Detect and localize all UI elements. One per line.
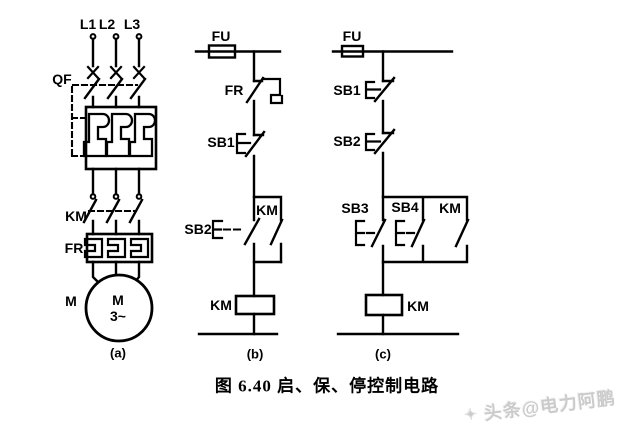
c-sb3-actuator bbox=[354, 219, 376, 247]
figure-caption: 图 6.40 启、保、停控制电路 bbox=[214, 376, 440, 396]
fr-heater-box bbox=[85, 232, 154, 264]
supply-wires bbox=[91, 37, 141, 68]
label-fr-relay-a: FR bbox=[64, 240, 84, 256]
fr-heater-elements bbox=[83, 237, 150, 259]
c-sb3-no-contact bbox=[370, 218, 387, 248]
b-km-seal-contact bbox=[269, 218, 284, 264]
c-sb2-actuator bbox=[364, 132, 382, 152]
b-fr-release-hook bbox=[261, 77, 284, 105]
label-sb2-start-b: SB2 bbox=[184, 221, 212, 237]
sub-caption-c: (c) bbox=[375, 346, 391, 362]
label-motor-ref: M bbox=[65, 293, 77, 309]
circuit-c-linework bbox=[331, 44, 470, 336]
qf-trip-elements bbox=[82, 112, 157, 158]
circuit-b-linework bbox=[194, 44, 284, 336]
c-km-seal-contact bbox=[454, 218, 470, 248]
b-fr-nc-contact bbox=[245, 76, 265, 104]
sub-caption-a: (a) bbox=[110, 345, 126, 361]
label-km-seal-b: KM bbox=[256, 202, 278, 218]
label-qf-breaker: QF bbox=[52, 71, 72, 87]
label-km-coil-c: KM bbox=[407, 298, 429, 314]
b-km-coil bbox=[234, 294, 276, 316]
label-fr-contact-b: FR bbox=[224, 82, 244, 98]
c-sb1-nc-contact bbox=[373, 76, 396, 103]
c-km-coil bbox=[364, 293, 404, 317]
label-motor-phases: 3~ bbox=[110, 308, 126, 324]
b-sb2-actuator bbox=[211, 219, 224, 240]
c-fuse-body bbox=[340, 44, 365, 58]
c-sb4-no-contact bbox=[410, 218, 426, 248]
label-km-coil-b: KM bbox=[210, 297, 232, 313]
qf-breaker-blades bbox=[83, 77, 147, 100]
label-km-seal-c: KM bbox=[439, 200, 461, 216]
b-branch-join bbox=[252, 242, 283, 264]
label-sb2-stop-c: SB2 bbox=[333, 133, 361, 149]
label-phase-l1: L1 bbox=[79, 16, 97, 32]
qf-trip-unit-box bbox=[84, 105, 158, 171]
motor-circle bbox=[84, 273, 154, 343]
b-sb2-no-contact bbox=[243, 217, 261, 246]
label-motor-symbol: M bbox=[112, 292, 124, 308]
label-sb1-stop-c: SB1 bbox=[333, 82, 361, 98]
b-sb1-actuator bbox=[235, 132, 252, 155]
label-sb4-start-c: SB4 bbox=[391, 199, 419, 215]
label-fu-fuse-c: FU bbox=[342, 28, 362, 44]
breaker-x-marks bbox=[86, 65, 146, 80]
label-sb3-start-c: SB3 bbox=[341, 200, 369, 216]
label-phase-l3: L3 bbox=[123, 16, 141, 32]
km-contact-terminals bbox=[89, 193, 143, 200]
sub-caption-b: (b) bbox=[246, 346, 264, 362]
label-km-contactor-a: KM bbox=[65, 208, 87, 224]
label-fu-fuse-b: FU bbox=[211, 28, 231, 44]
watermark-star-icon: ✦ bbox=[463, 405, 480, 425]
label-sb1-stop-b: SB1 bbox=[207, 134, 235, 150]
c-sb2-nc-contact bbox=[373, 128, 396, 155]
c-branch-join bbox=[381, 244, 469, 264]
b-sb1-nc-contact bbox=[244, 130, 266, 158]
label-phase-l2: L2 bbox=[98, 16, 116, 32]
wires-km-to-fr bbox=[91, 219, 141, 236]
c-sb4-actuator bbox=[394, 219, 416, 247]
circuit-a-linework bbox=[70, 33, 158, 343]
c-sb1-actuator bbox=[364, 80, 382, 100]
b-fuse-body bbox=[207, 44, 237, 59]
c-branch-tap bbox=[381, 195, 469, 222]
qf-dashed-linkage bbox=[70, 83, 139, 158]
b-branch-tap bbox=[252, 195, 283, 222]
wires-qf-to-tripbox bbox=[91, 95, 141, 109]
wires-tripbox-to-km bbox=[91, 167, 141, 196]
